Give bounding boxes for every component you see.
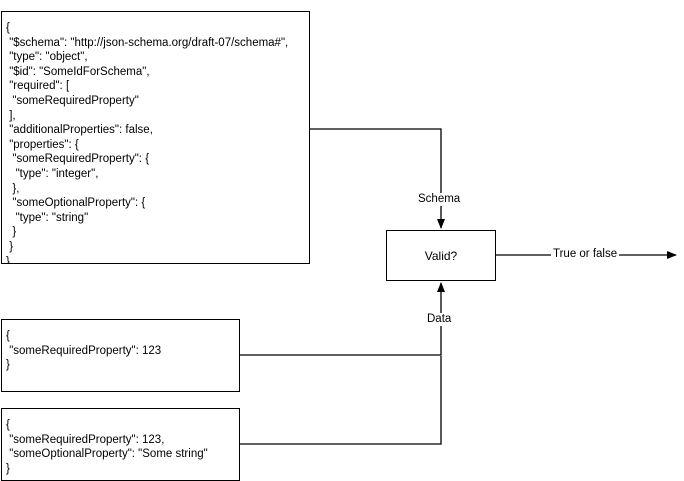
json-data-full: { "someRequiredProperty": 123, "someOpti… (1, 408, 240, 481)
json-data-minimal: { "someRequiredProperty": 123 } (1, 319, 240, 392)
edge-label-schema: Schema (416, 193, 463, 206)
edge-schema-to-validator (310, 128, 445, 229)
edge-label-result: True or false (551, 248, 620, 261)
edge-data1-to-validator (240, 282, 445, 356)
edge-data2-to-validator (240, 356, 442, 445)
edge-label-data: Data (425, 313, 454, 326)
json-schema-document: { "$schema": "http://json-schema.org/dra… (1, 11, 310, 264)
validator-node: Valid? (386, 230, 496, 281)
